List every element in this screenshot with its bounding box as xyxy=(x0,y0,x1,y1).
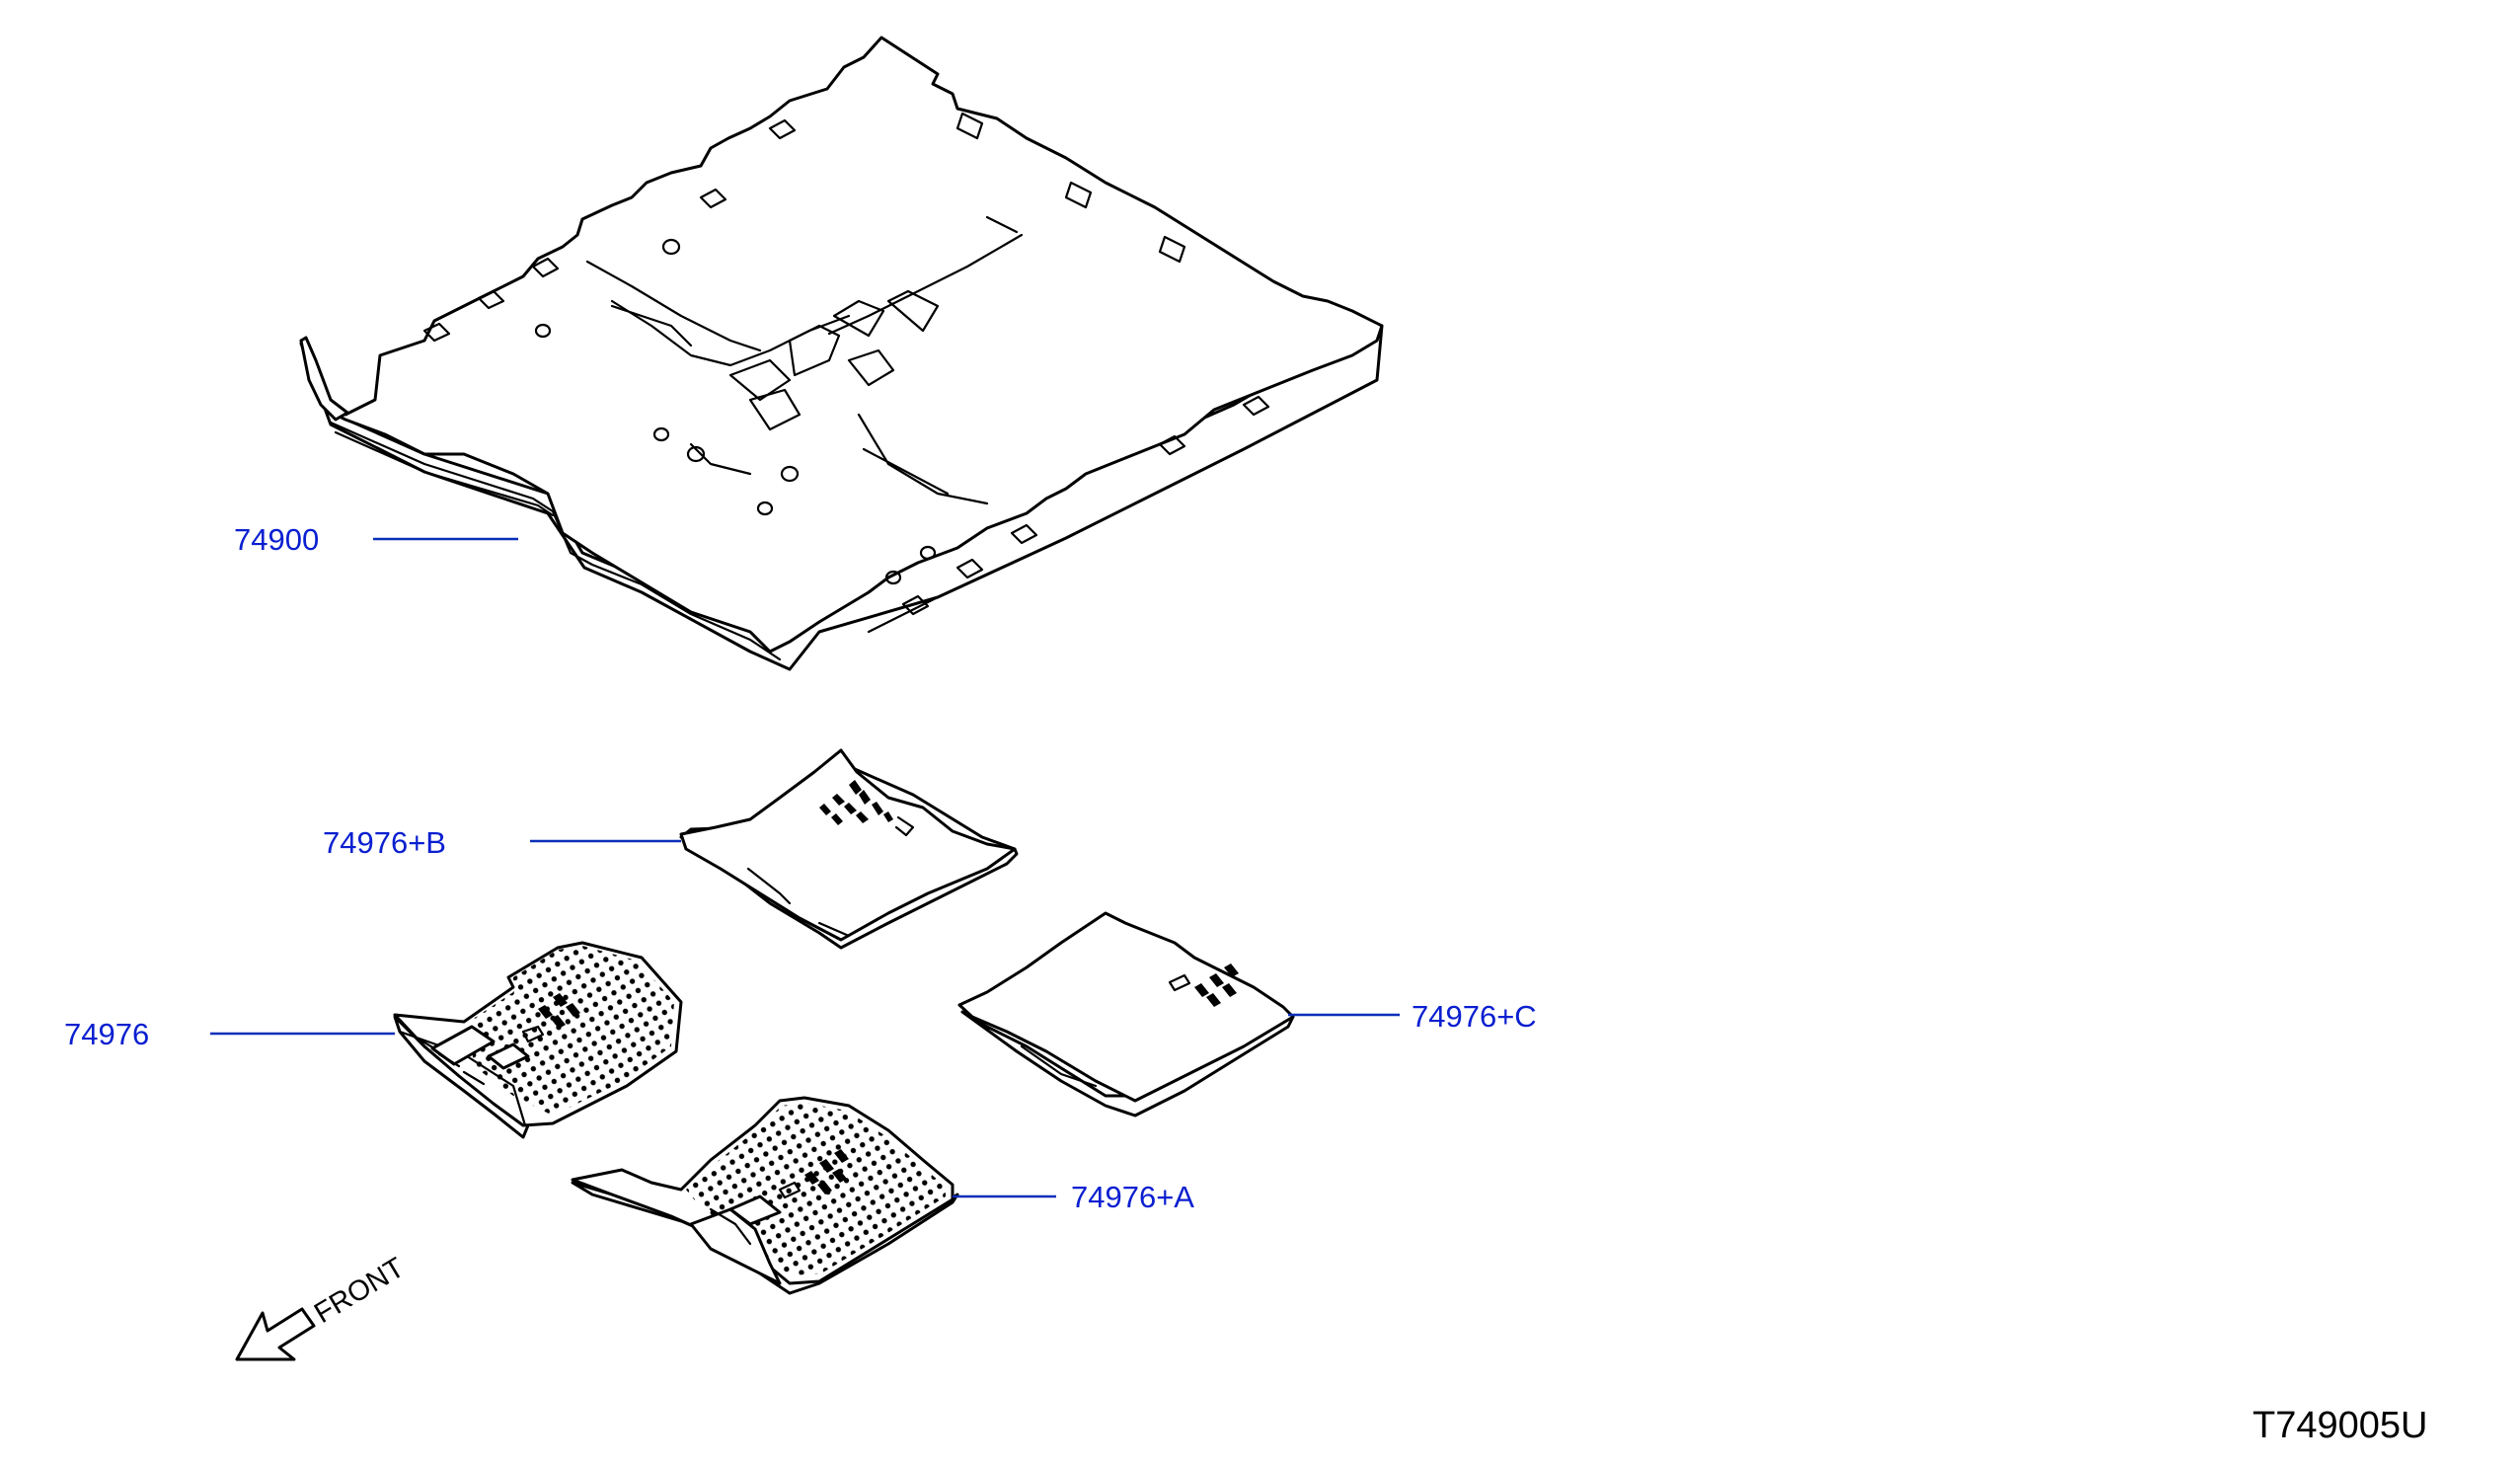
mat-rear-center-drawing xyxy=(679,748,1019,950)
callout-mat-front-left[interactable]: 74976 xyxy=(64,1017,395,1051)
mat-marking-fr xyxy=(778,1149,849,1199)
front-label: FRONT xyxy=(309,1252,410,1330)
callout-floor-carpet[interactable]: 74900 xyxy=(234,522,518,557)
mat-marking-c xyxy=(1168,964,1239,1007)
callout-mat-rear-right[interactable]: 74976+C xyxy=(1288,999,1537,1034)
part-number-74976-a[interactable]: 74976+A xyxy=(1071,1180,1194,1214)
mat-front-left-drawing xyxy=(393,941,683,1139)
diagram-code: T749005U xyxy=(2253,1405,2427,1446)
mat-front-right-drawing xyxy=(571,1096,959,1295)
front-indicator: FRONT xyxy=(235,1252,410,1361)
floor-carpet-drawing xyxy=(299,36,1384,671)
arrow-down-left-icon xyxy=(235,1307,316,1361)
part-number-74976[interactable]: 74976 xyxy=(64,1017,149,1051)
mat-rear-right-drawing xyxy=(957,911,1295,1118)
part-number-74976-b[interactable]: 74976+B xyxy=(323,825,446,860)
callout-mat-front-right[interactable]: 74976+A xyxy=(953,1180,1194,1214)
part-number-74976-c[interactable]: 74976+C xyxy=(1412,999,1537,1034)
mat-marking-fl xyxy=(521,993,580,1043)
callout-mat-rear-center[interactable]: 74976+B xyxy=(323,825,681,860)
part-number-74900[interactable]: 74900 xyxy=(234,522,319,557)
mat-marking-b xyxy=(819,780,915,837)
